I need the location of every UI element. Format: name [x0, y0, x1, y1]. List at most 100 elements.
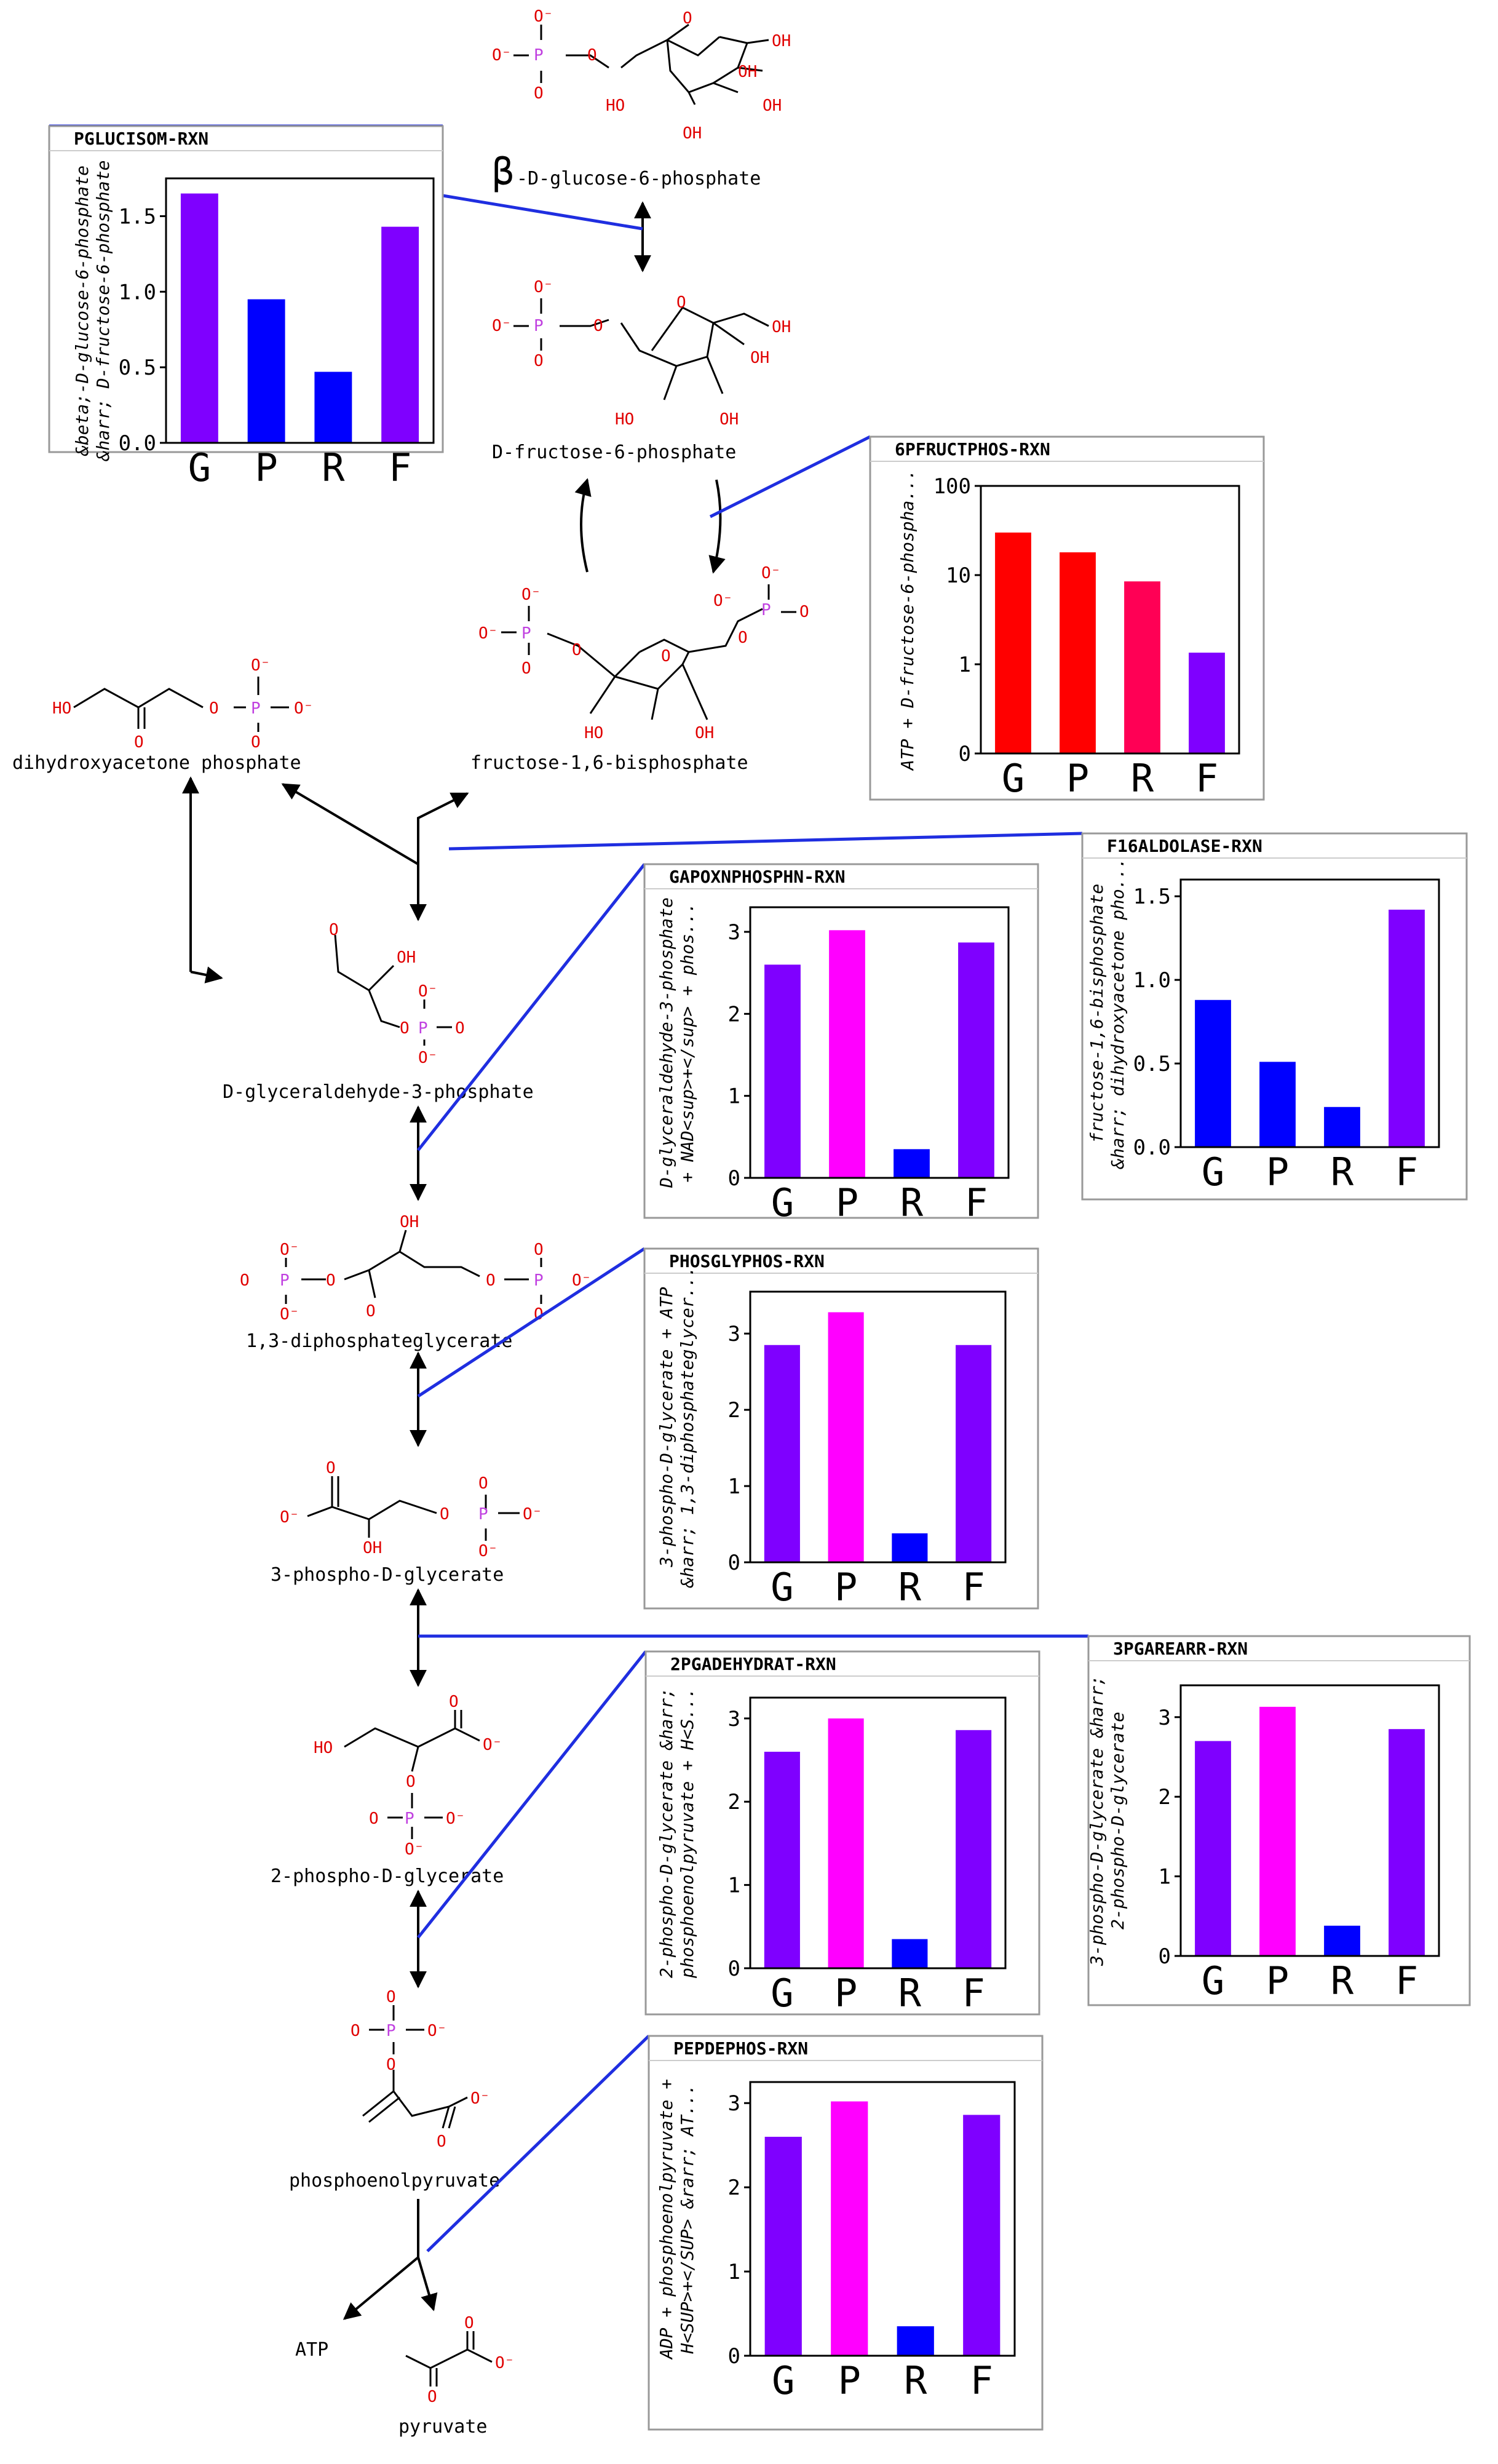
svg-text:O⁻: O⁻ — [251, 656, 270, 675]
x-tick-label: G — [771, 1180, 794, 1225]
svg-text:O⁻: O⁻ — [495, 2354, 514, 2372]
y-tick-label: 3 — [728, 1322, 740, 1346]
svg-text:O: O — [534, 352, 544, 370]
chart-bar — [764, 1752, 800, 1968]
y-tick-label: 2 — [728, 1002, 740, 1027]
chart-bar — [247, 299, 285, 443]
pep-atoms: P O O O⁻ O O⁻ O — [351, 1988, 489, 2151]
y-axis-label: 2-phospho-D-glycerate — [1108, 1712, 1128, 1929]
svg-text:O: O — [329, 921, 339, 939]
svg-text:O: O — [240, 1271, 250, 1290]
connector-phosglyphos — [417, 1247, 646, 1398]
chart-title: F16ALDOLASE-RXN — [1107, 836, 1262, 856]
svg-text:O⁻: O⁻ — [523, 1505, 542, 1524]
x-tick-label: R — [900, 1180, 924, 1225]
chart-bar — [829, 930, 865, 1178]
y-tick-label: 1.0 — [119, 280, 156, 304]
structure-f16bp — [501, 584, 796, 720]
x-tick-label: P — [1266, 1150, 1289, 1194]
chart-bar — [1389, 909, 1425, 1147]
chart-bar — [764, 2137, 802, 2356]
svg-text:O: O — [400, 1019, 410, 1038]
chart-bar — [1124, 581, 1160, 753]
svg-text:O: O — [587, 46, 597, 65]
svg-text:O: O — [683, 9, 692, 28]
svg-text:P: P — [534, 46, 544, 65]
dhap-atoms: HO O O P O⁻ O O⁻ — [52, 656, 313, 752]
chart-bar — [1195, 1741, 1231, 1956]
svg-text:O: O — [326, 1459, 336, 1477]
svg-text:O⁻: O⁻ — [478, 624, 497, 643]
svg-text:O: O — [326, 1271, 336, 1290]
svg-text:P: P — [251, 699, 261, 718]
svg-text:OH: OH — [750, 349, 769, 367]
svg-text:O⁻: O⁻ — [427, 2022, 446, 2040]
x-tick-label: F — [962, 1971, 985, 2016]
svg-text:O⁻: O⁻ — [280, 1305, 299, 1324]
svg-text:HO: HO — [615, 410, 634, 429]
connector-2pgadehydrat — [417, 1650, 647, 1939]
svg-text:HO: HO — [314, 1739, 333, 1757]
svg-text:OH: OH — [719, 410, 739, 429]
svg-text:O: O — [464, 2314, 474, 2332]
svg-text:O: O — [738, 629, 748, 647]
y-tick-label: 3 — [728, 920, 740, 945]
x-tick-label: F — [1395, 1150, 1418, 1194]
svg-text:O: O — [799, 603, 809, 621]
plot-area — [749, 1696, 1007, 1969]
chart-bar — [892, 1533, 928, 1562]
svg-text:O⁻: O⁻ — [483, 1736, 502, 1754]
svg-text:O⁻: O⁻ — [492, 317, 511, 335]
structure-g6p — [513, 23, 769, 105]
chart-bar — [180, 193, 218, 443]
metabolite-f16bp: fructose-1,6-bisphosphate — [470, 752, 748, 774]
chart-title: GAPOXNPHOSPHN-RXN — [669, 867, 846, 887]
x-tick-label: F — [1395, 1958, 1418, 2003]
svg-text:O: O — [440, 1505, 450, 1524]
chart-bar — [1324, 1107, 1360, 1147]
svg-text:O⁻: O⁻ — [405, 1840, 424, 1859]
x-tick-label: G — [188, 445, 211, 490]
plot-area — [1179, 1684, 1440, 1957]
y-tick-label: 3 — [728, 1707, 740, 1731]
metabolite-3pg: 3-phospho-D-glycerate — [271, 1564, 504, 1586]
svg-text:O: O — [572, 641, 582, 659]
chart-bar — [1259, 1706, 1296, 1956]
metabolite-atp: ATP — [295, 2339, 328, 2361]
x-tick-label: P — [838, 2358, 861, 2403]
arrow-pep-pyruvate — [417, 2257, 438, 2311]
plot-area — [749, 906, 1010, 1179]
beta-symbol: β — [492, 151, 514, 194]
x-tick-label: R — [898, 1971, 922, 2016]
connector-gapoxnphosphn — [417, 863, 646, 1151]
y-axis-label: &harr; D-fructose-6-phosphate — [93, 161, 113, 462]
svg-text:O: O — [437, 2132, 446, 2151]
svg-text:O⁻: O⁻ — [492, 46, 511, 65]
svg-text:O⁻: O⁻ — [280, 1508, 299, 1527]
svg-text:O⁻: O⁻ — [534, 278, 553, 296]
x-tick-label: P — [1066, 756, 1089, 801]
svg-text:O: O — [209, 699, 219, 718]
svg-text:O⁻: O⁻ — [418, 982, 437, 1001]
structure-pyruvate — [405, 2331, 493, 2387]
chart-bar — [381, 226, 419, 443]
svg-text:O: O — [134, 733, 144, 752]
chart-frame — [48, 125, 444, 453]
svg-text:O: O — [369, 1810, 379, 1828]
structure-f6p — [513, 298, 769, 400]
y-tick-label: 1 — [1159, 1865, 1171, 1890]
svg-text:OH: OH — [695, 724, 714, 742]
svg-text:O⁻: O⁻ — [713, 592, 732, 610]
g6p-phosphate-bonds — [513, 25, 542, 83]
y-axis-label: 3-phospho-D-glycerate + ATP — [656, 1287, 676, 1567]
metabolite-pyruvate: pyruvate — [398, 2416, 488, 2438]
plot-area — [1179, 878, 1440, 1148]
metabolite-gap: D-glyceraldehyde-3-phosphate — [223, 1081, 534, 1103]
x-tick-label: G — [1202, 1958, 1224, 2003]
svg-text:HO: HO — [606, 97, 625, 115]
svg-text:P: P — [386, 2022, 396, 2040]
svg-text:OH: OH — [363, 1539, 382, 1557]
svg-text:O: O — [534, 84, 544, 103]
